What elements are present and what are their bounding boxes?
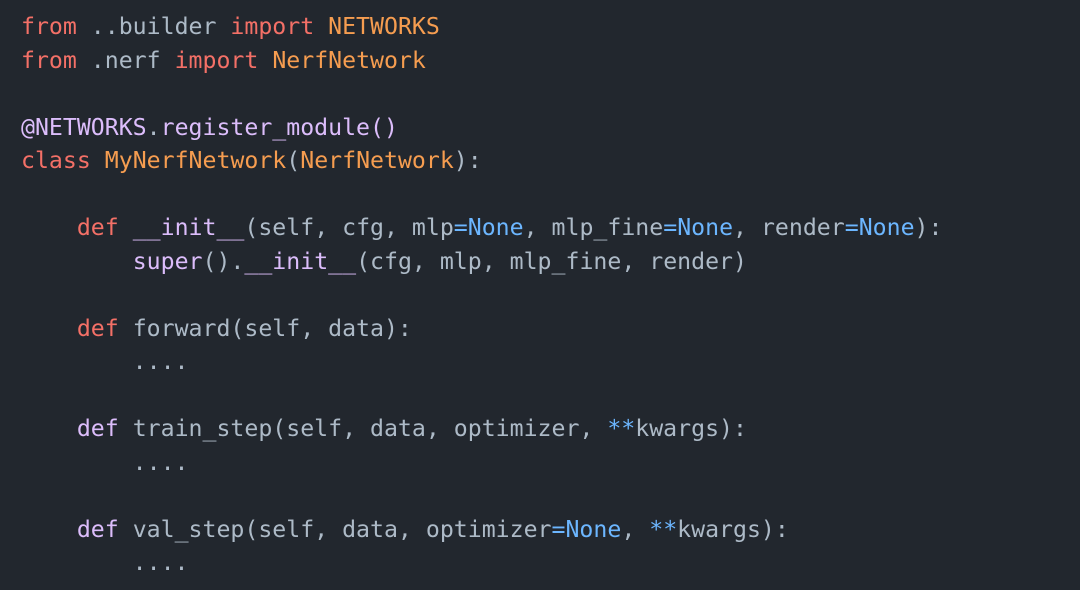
code-token: kwargs):: [677, 515, 789, 543]
code-token: NETWORKS: [328, 13, 440, 40]
code-token: from: [21, 46, 77, 74]
code-token: MyNerfNetwork: [104, 147, 287, 174]
code-token: [21, 415, 77, 442]
code-token: , mlp_fine: [523, 214, 664, 241]
code-token: [314, 13, 328, 40]
code-line: from ..builder import NETWORKS: [21, 10, 440, 44]
code-token: forward(self, data):: [118, 314, 412, 342]
code-token: =: [663, 214, 678, 241]
code-token: .: [146, 113, 161, 141]
code-line: super().__init__(cfg, mlp, mlp_fine, ren…: [21, 245, 747, 279]
code-token: NerfNetwork: [300, 147, 454, 174]
code-token: =: [453, 214, 468, 241]
code-line: def train_step(self, data, optimizer, **…: [21, 412, 747, 446]
code-line: ....: [21, 546, 189, 580]
code-token: [21, 516, 77, 543]
code-token: ().: [202, 247, 245, 275]
code-token: ):: [914, 214, 943, 241]
code-line: def val_step(self, data, optimizer=None,…: [21, 513, 789, 547]
code-token: (self, cfg, mlp: [244, 214, 454, 241]
code-token: [21, 248, 133, 275]
code-token: val_step(self, data, optimizer: [118, 515, 552, 543]
code-line: from .nerf import NerfNetwork: [21, 44, 426, 78]
code-token: def: [76, 314, 119, 342]
code-token: , render: [733, 214, 845, 241]
code-token: (: [286, 147, 301, 174]
code-token: @NETWORKS: [21, 113, 147, 141]
code-line: def __init__(self, cfg, mlp=None, mlp_fi…: [21, 211, 943, 245]
code-line: @NETWORKS.register_module(): [21, 111, 398, 145]
code-token: __init__: [132, 214, 245, 241]
code-token: ):: [453, 147, 482, 174]
code-token: [21, 315, 77, 342]
code-token: import: [230, 13, 315, 40]
code-token: register_module(): [160, 113, 398, 141]
code-token: None: [467, 214, 524, 241]
code-line: ....: [21, 446, 189, 480]
code-token: ..builder: [76, 13, 231, 40]
code-token: def: [76, 214, 119, 241]
code-token: =: [844, 214, 859, 241]
code-token: ,: [621, 515, 650, 543]
code-token: import: [174, 46, 259, 74]
code-token: kwargs):: [635, 415, 747, 442]
code-token: ....: [21, 348, 189, 375]
code-token: [258, 47, 272, 74]
code-token: from: [21, 13, 77, 40]
code-token: ....: [21, 448, 189, 476]
code-line: ....: [21, 345, 189, 379]
code-token: [91, 147, 105, 174]
code-token: (cfg, mlp, mlp_fine, render): [356, 247, 747, 275]
code-token: [21, 214, 77, 241]
code-token: None: [858, 214, 915, 241]
code-token: [119, 214, 133, 241]
code-token: train_step(self, data, optimizer,: [118, 415, 608, 442]
code-token: =: [551, 515, 566, 543]
code-token: **: [649, 515, 678, 543]
code-token: def: [76, 515, 119, 543]
code-token: class: [21, 147, 91, 174]
code-token: ....: [21, 549, 189, 576]
code-line: class MyNerfNetwork(NerfNetwork):: [21, 144, 482, 178]
code-line: def forward(self, data):: [21, 312, 412, 346]
code-token: def: [76, 415, 119, 442]
code-token: .nerf: [76, 46, 175, 74]
code-token: NerfNetwork: [272, 46, 426, 74]
code-token: None: [565, 515, 622, 543]
code-token: __init__: [244, 247, 357, 275]
code-token: super: [132, 247, 203, 275]
code-token: **: [607, 415, 636, 442]
code-token: None: [677, 214, 734, 241]
